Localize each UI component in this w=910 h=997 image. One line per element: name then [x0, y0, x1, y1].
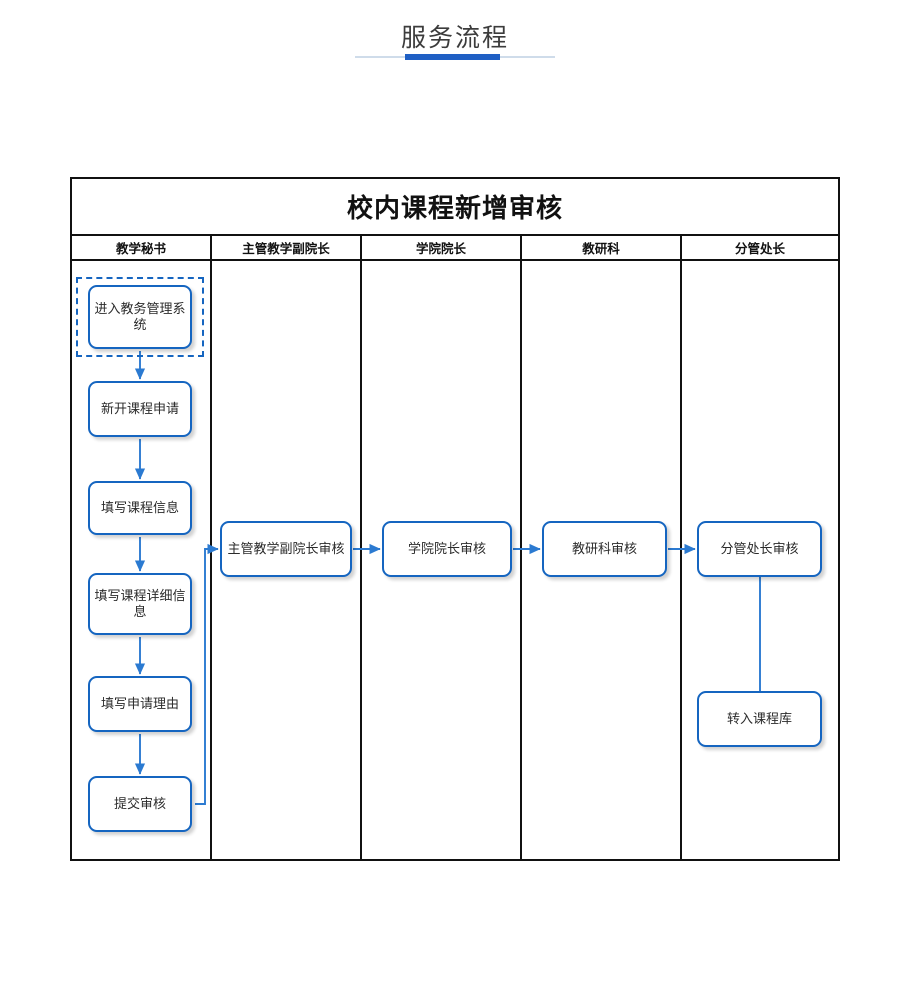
lane-header-division-head: 分管处长 — [734, 242, 785, 256]
flowchart-nodes: 进入教务管理系统 新开课程申请 填写课程信息 填写课程详细信息 填写申请理由 提… — [70, 177, 840, 861]
page-title: 服务流程 — [400, 24, 509, 52]
lane-header-teaching-secretary: 教学秘书 — [72, 236, 212, 259]
lane-column-dean — [362, 261, 522, 859]
lane-column-vice-dean — [212, 261, 362, 859]
page-header: 服务流程 — [0, 0, 910, 80]
node-transfer-to-course-library[interactable]: 转入课程库 — [697, 691, 822, 747]
lane-header-row: 教学秘书 主管教学副院长 学院院长 教研科 分管处长 — [72, 236, 838, 261]
node-fill-application-reason[interactable]: 填写申请理由 — [88, 676, 192, 732]
node-dean-review[interactable]: 学院院长审核 — [382, 521, 512, 577]
node-division-head-review[interactable]: 分管处长审核 — [697, 521, 822, 577]
title-divider-accent — [405, 54, 500, 60]
node-fill-course-info[interactable]: 填写课程信息 — [88, 481, 192, 535]
node-enter-academic-system[interactable]: 进入教务管理系统 — [88, 285, 192, 349]
node-submit-review[interactable]: 提交审核 — [88, 776, 192, 832]
lane-header-dean: 学院院长 — [362, 236, 522, 259]
node-vice-dean-review[interactable]: 主管教学副院长审核 — [220, 521, 352, 577]
node-research-office-review[interactable]: 教研科审核 — [542, 521, 667, 577]
flowchart-heading: 校内课程新增审核 — [72, 179, 838, 236]
lane-header-research-office: 教研科 — [522, 236, 682, 259]
node-fill-course-details[interactable]: 填写课程详细信息 — [88, 573, 192, 635]
lane-column-research-office — [522, 261, 682, 859]
node-new-course-application[interactable]: 新开课程申请 — [88, 381, 192, 437]
lane-header-vice-dean: 主管教学副院长 — [212, 236, 362, 259]
